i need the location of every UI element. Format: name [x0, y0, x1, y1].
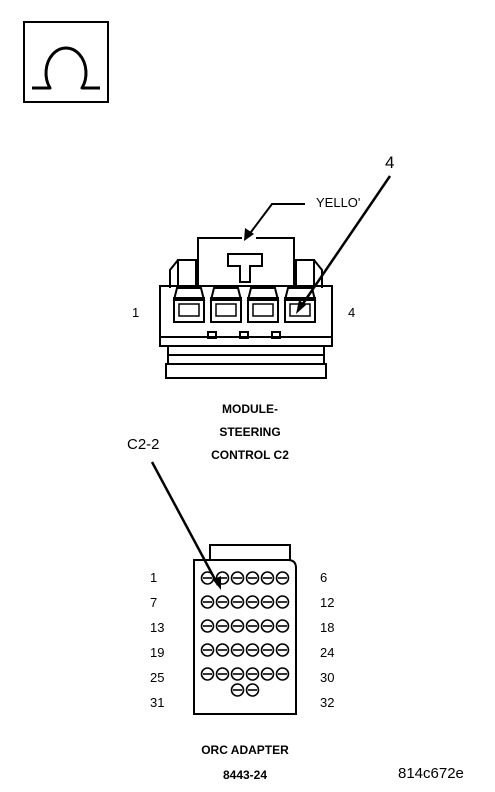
adapter-pin	[215, 643, 230, 657]
adapter-right-label-18: 18	[320, 620, 335, 635]
module-caption-line2: STEERING	[219, 425, 281, 439]
adapter-right-label-12: 12	[320, 595, 335, 610]
adapter-pin	[260, 643, 275, 657]
adapter-left-label-25: 25	[150, 670, 165, 685]
module-connector	[159, 237, 333, 379]
adapter-pin-grid	[200, 571, 290, 697]
adapter-pin	[275, 619, 290, 633]
adapter-pin	[215, 667, 230, 681]
adapter-pin	[200, 595, 215, 609]
module-caption-line3: CONTROL C2	[211, 448, 289, 462]
wire-color-label: YELLO'	[316, 195, 361, 210]
module-caption-line1: MODULE-	[222, 402, 278, 416]
adapter-right-label-6: 6	[320, 570, 328, 585]
c2-2-callout: C2-2	[127, 436, 160, 453]
adapter-pin	[230, 619, 245, 633]
adapter-pin	[200, 643, 215, 657]
adapter-left-label-1: 1	[150, 570, 158, 585]
c2-2-leader	[150, 461, 220, 586]
adapter-right-label-32: 32	[320, 695, 335, 710]
adapter-pin	[245, 571, 260, 585]
module-pin-right-label: 4	[348, 305, 356, 320]
adapter-pin	[230, 595, 245, 609]
adapter-left-label-7: 7	[150, 595, 158, 610]
ohm-icon	[32, 46, 100, 90]
adapter-pin	[275, 571, 290, 585]
adapter-caption-line1: ORC ADAPTER	[201, 743, 289, 757]
adapter-pin	[230, 571, 245, 585]
pin4-arrowhead	[296, 300, 306, 314]
module-pin-cavities	[172, 287, 317, 323]
adapter-pin	[275, 667, 290, 681]
adapter-pin	[200, 667, 215, 681]
adapter-pin	[215, 619, 230, 633]
adapter-pin	[245, 619, 260, 633]
adapter-pin	[230, 667, 245, 681]
adapter-right-label-30: 30	[320, 670, 335, 685]
adapter-pin	[215, 595, 230, 609]
adapter-pin	[245, 643, 260, 657]
module-pin-cavity	[172, 287, 206, 323]
ohmmeter-symbol	[23, 21, 109, 103]
adapter-pin	[275, 595, 290, 609]
adapter-pin	[230, 683, 245, 697]
adapter-left-label-13: 13	[150, 620, 165, 635]
adapter-pin	[245, 667, 260, 681]
adapter-left-label-31: 31	[150, 695, 165, 710]
adapter-left-label-19: 19	[150, 645, 165, 660]
module-pin-cavity	[246, 287, 280, 323]
pin4-callout: 4	[385, 153, 395, 172]
adapter-pin	[230, 643, 245, 657]
adapter-pin	[260, 667, 275, 681]
c2-2-arrowhead	[213, 576, 221, 590]
wire-color-leader	[247, 203, 305, 237]
adapter-pin	[245, 683, 260, 697]
adapter-pin	[260, 619, 275, 633]
figure-id: 814c672e	[398, 765, 464, 782]
adapter-right-label-24: 24	[320, 645, 335, 660]
adapter-pin	[260, 595, 275, 609]
adapter-connector	[193, 544, 297, 715]
adapter-pin	[260, 571, 275, 585]
adapter-pin	[275, 643, 290, 657]
adapter-caption-line2: 8443-24	[222, 768, 268, 782]
adapter-pin	[200, 619, 215, 633]
module-pin-left-label: 1	[132, 305, 140, 320]
module-pin-cavity	[209, 287, 243, 323]
pin4-leader	[298, 175, 392, 309]
adapter-pin	[245, 595, 260, 609]
wire-color-arrowhead	[244, 228, 254, 241]
